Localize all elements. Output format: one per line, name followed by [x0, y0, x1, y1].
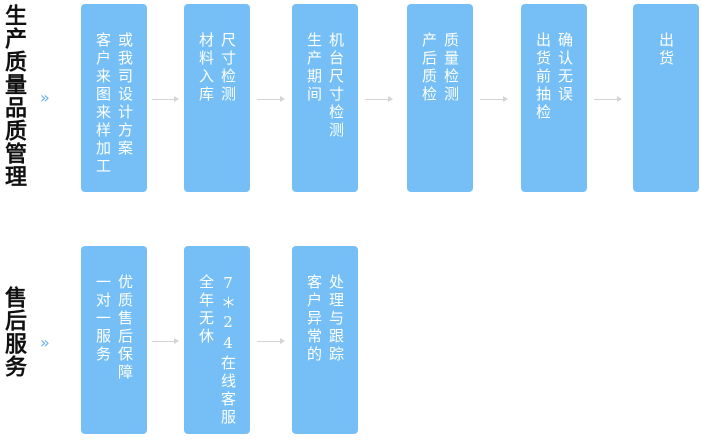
step-line: 优质售后保障	[116, 274, 134, 382]
step-line: 客户来图来样加工	[94, 32, 112, 176]
production-step-5: 确认无误 出货前抽检	[521, 4, 587, 192]
step-line: 7＊24在线客服	[219, 274, 237, 427]
step-line: 或我司设计方案	[116, 32, 134, 158]
production-chevron-icon: »	[40, 88, 50, 107]
connector-arrow-icon	[365, 96, 393, 102]
step-line: 生产期间	[305, 32, 323, 104]
step-line: 客户异常的	[305, 274, 323, 364]
step-line: 产后质检	[420, 32, 438, 104]
production-step-4: 质量检测 产后质检	[407, 4, 473, 192]
connector-arrow-icon	[257, 338, 285, 344]
step-line: 一对一服务	[94, 274, 112, 364]
connector-arrow-icon	[480, 96, 508, 102]
connector-arrow-icon	[257, 96, 285, 102]
step-line: 材料入库	[197, 32, 215, 104]
after-sales-section-title: 售后服务	[1, 286, 27, 378]
step-line: 处理与跟踪	[327, 274, 345, 364]
after-sales-step-1: 优质售后保障 一对一服务	[81, 246, 147, 434]
production-section-title: 生产质量品质管理	[1, 4, 27, 188]
production-step-6: 出货	[633, 4, 699, 192]
step-line: 质量检测	[442, 32, 460, 104]
step-line: 确认无误	[556, 32, 574, 104]
connector-arrow-icon	[152, 338, 179, 344]
production-step-3: 机台尺寸检测 生产期间	[292, 4, 358, 192]
production-step-1: 或我司设计方案 客户来图来样加工	[81, 4, 147, 192]
connector-arrow-icon	[152, 96, 179, 102]
step-line: 机台尺寸检测	[327, 32, 345, 140]
production-step-2: 尺寸检测 材料入库	[184, 4, 250, 192]
step-line: 出货	[657, 32, 675, 68]
connector-arrow-icon	[594, 96, 622, 102]
step-line: 尺寸检测	[219, 32, 237, 104]
after-sales-chevron-icon: »	[40, 333, 50, 352]
after-sales-step-2: 7＊24在线客服 全年无休	[184, 246, 250, 434]
step-line: 出货前抽检	[534, 32, 552, 122]
after-sales-step-3: 处理与跟踪 客户异常的	[292, 246, 358, 434]
step-line: 全年无休	[197, 274, 215, 346]
